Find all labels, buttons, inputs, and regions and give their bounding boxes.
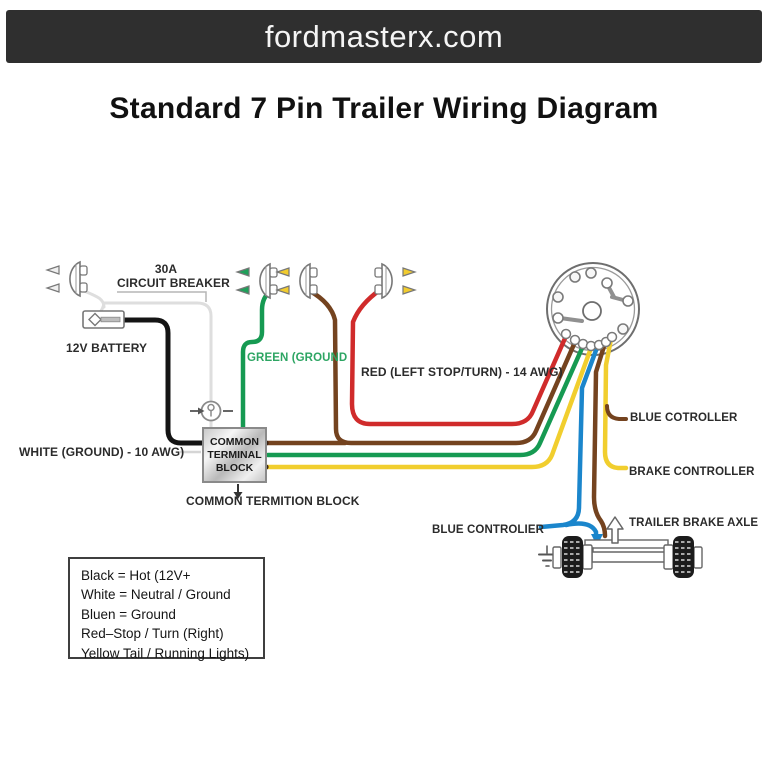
trailer-brake-axle-label: TRAILER BRAKE AXLE — [629, 517, 759, 529]
terminal-block-text: TERMINAL — [207, 448, 262, 461]
connector-pins — [552, 267, 634, 352]
green-wire — [240, 288, 586, 458]
legend-item: Yellow Tail / Running Lights) — [81, 645, 250, 661]
legend-item: Black = Hot (12V+ — [81, 568, 191, 583]
blue-cotroller-label: BLUE COTROLLER — [630, 412, 738, 424]
legend-item: Red–Stop / Turn (Right) — [81, 626, 224, 642]
legend-item: Bluen = Ground — [81, 606, 176, 622]
battery-label: 12V BATTERY — [66, 341, 148, 355]
red-wire-label: RED (LEFT STOP/TURN) - 14 AWG) — [361, 365, 563, 379]
brown-stub-wire — [605, 404, 628, 421]
circuit-breaker-icon — [190, 400, 233, 422]
site-banner-text: fordmasterx.com — [264, 18, 504, 54]
battery-icon — [82, 310, 125, 329]
up-arrow-icon — [606, 516, 624, 544]
right-tire — [673, 536, 694, 578]
wire-color-legend: Black = Hot (12V+ White = Neutral / Grou… — [68, 557, 265, 661]
circuit-breaker-label: CIRCUIT BREAKER — [117, 276, 230, 290]
yellow-plug-right-icon — [374, 262, 417, 300]
label-pointer-lines — [117, 291, 207, 454]
white-wire-label: WHITE (GROUND) - 10 AWG) — [19, 445, 185, 459]
breaker-amp-label: 30A — [154, 262, 178, 276]
green-wire-label: GREEN (GROUND — [247, 352, 348, 364]
yellow-wire — [265, 345, 594, 470]
black-wire — [121, 317, 208, 446]
left-tire — [562, 536, 583, 578]
brake-controller-label: BRAKE CONTROLLER — [629, 466, 755, 478]
red-wire — [349, 287, 569, 427]
brown-axle-wire — [591, 340, 608, 539]
blue-wire — [538, 342, 601, 539]
terminal-block-text: BLOCK — [215, 461, 254, 474]
legend-item: White = Neutral / Ground — [81, 587, 231, 603]
terminal-block-caption: COMMON TERMITION BLOCK — [186, 494, 360, 508]
wires — [78, 287, 629, 546]
terminal-block-text: COMMON — [210, 435, 259, 448]
brown-wire — [264, 288, 578, 446]
yellow-brake-wire — [602, 336, 629, 471]
site-banner: fordmasterx.com — [6, 10, 762, 63]
blue-controller-label: BLUE CONTROLIER — [432, 524, 545, 536]
green-plug-icon — [235, 262, 278, 300]
common-terminal-block: COMMON TERMINAL BLOCK — [202, 427, 267, 483]
white-wire — [78, 287, 213, 430]
page-title: Standard 7 Pin Trailer Wiring Diagram — [109, 92, 659, 125]
white-plug-icon — [45, 260, 88, 298]
yellow-plug-icon — [275, 262, 318, 300]
trailer-brake-axle-icon — [538, 516, 703, 578]
